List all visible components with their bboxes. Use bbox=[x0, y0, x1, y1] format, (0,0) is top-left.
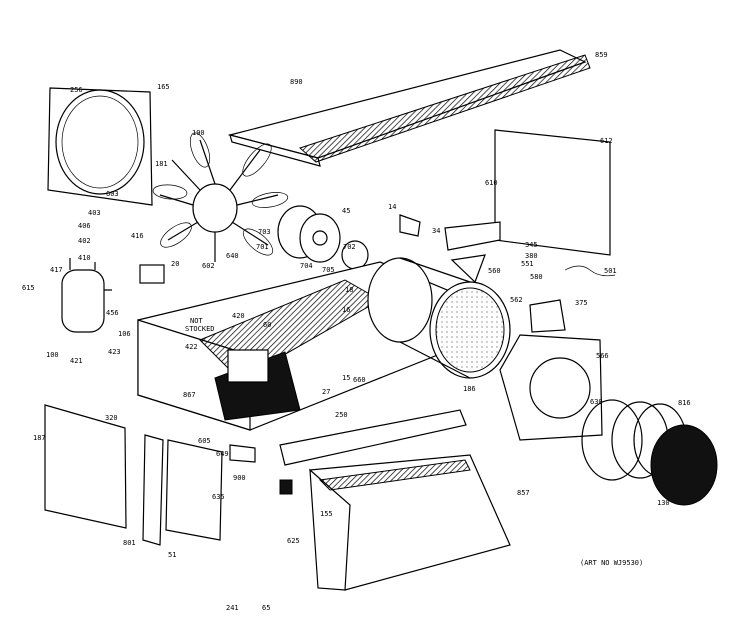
part-label: 416 bbox=[131, 232, 144, 240]
part-label: 610 bbox=[485, 179, 498, 187]
part-label: 580 bbox=[530, 273, 543, 281]
part-label: 155 bbox=[320, 510, 333, 518]
part-label: 551 bbox=[521, 260, 534, 268]
part-label: 380 bbox=[525, 252, 538, 260]
part-label: 660 bbox=[353, 376, 366, 384]
part-label: 181 bbox=[155, 160, 168, 168]
part-label: 402 bbox=[78, 237, 91, 245]
part-label: 605 bbox=[198, 437, 211, 445]
part-label: 857 bbox=[517, 489, 530, 497]
brackets bbox=[399, 214, 616, 284]
fan-blade bbox=[152, 132, 289, 262]
part-label: 106 bbox=[118, 330, 131, 338]
part-label: 562 bbox=[510, 296, 523, 304]
part-label: 256 bbox=[70, 86, 83, 94]
part-label: 705 bbox=[322, 266, 335, 274]
part-label: 702 bbox=[343, 243, 356, 251]
part-label: 403 bbox=[88, 209, 101, 217]
art-number: (ART NO WJ9530) bbox=[580, 559, 643, 567]
part-label: 612 bbox=[600, 137, 613, 145]
not-stocked-note-line-1: NOT bbox=[190, 317, 203, 325]
part-label: 165 bbox=[157, 83, 170, 91]
part-label: 190 bbox=[192, 129, 205, 137]
part-label: 51 bbox=[168, 551, 176, 559]
part-label: 566 bbox=[596, 352, 609, 360]
part-label: 859 bbox=[595, 51, 608, 59]
part-label: 560 bbox=[488, 267, 501, 275]
part-label: 345 bbox=[525, 241, 538, 249]
part-label: 615 bbox=[22, 284, 35, 292]
part-label: 900 bbox=[233, 474, 246, 482]
part-label: 18 bbox=[345, 286, 353, 294]
part-label: 501 bbox=[604, 267, 617, 275]
part-label: 410 bbox=[78, 254, 91, 262]
part-label: 703 bbox=[258, 228, 271, 236]
front-panels bbox=[44, 299, 566, 591]
part-label: 421 bbox=[70, 357, 83, 365]
part-label: 65 bbox=[262, 604, 270, 612]
not-stocked-note-line-2: STOCKED bbox=[185, 325, 215, 333]
part-label: 635 bbox=[212, 493, 225, 501]
part-label: 420 bbox=[232, 312, 245, 320]
part-label: 867 bbox=[183, 391, 196, 399]
part-label: 241 bbox=[226, 604, 239, 612]
part-label: 45 bbox=[342, 207, 350, 215]
part-label: 801 bbox=[123, 539, 136, 547]
part-label: 890 bbox=[290, 78, 303, 86]
fan-motor bbox=[277, 205, 369, 270]
right-side-panel bbox=[494, 129, 611, 441]
part-label: 816 bbox=[678, 399, 691, 407]
part-label: 456 bbox=[106, 309, 119, 317]
part-label: 630 bbox=[590, 398, 603, 406]
part-label: 14 bbox=[388, 203, 396, 211]
part-label: 602 bbox=[202, 262, 215, 270]
part-label: 625 bbox=[287, 537, 300, 545]
part-label: 649 bbox=[216, 450, 229, 458]
condenser-rings bbox=[581, 399, 718, 506]
part-label: 187 bbox=[33, 434, 46, 442]
part-label: 100 bbox=[46, 351, 59, 359]
part-label: 417 bbox=[50, 266, 63, 274]
part-label: 16 bbox=[342, 306, 350, 314]
partition-panel bbox=[47, 87, 153, 206]
part-label: 375 bbox=[575, 299, 588, 307]
part-label: 15 bbox=[342, 374, 350, 382]
part-label: 640 bbox=[226, 252, 239, 260]
part-label: 603 bbox=[106, 190, 119, 198]
part-label: 34 bbox=[432, 227, 440, 235]
part-label: 20 bbox=[171, 260, 179, 268]
part-label: 186 bbox=[463, 385, 476, 393]
part-label: 701 bbox=[256, 243, 269, 251]
part-label: 422 bbox=[185, 343, 198, 351]
part-label: 704 bbox=[300, 262, 313, 270]
part-label: 320 bbox=[105, 414, 118, 422]
part-label: 27 bbox=[322, 388, 330, 396]
part-label: 250 bbox=[335, 411, 348, 419]
compressor bbox=[61, 258, 165, 333]
part-label: 60 bbox=[263, 321, 271, 329]
part-label: 406 bbox=[78, 222, 91, 230]
part-label: 423 bbox=[108, 348, 121, 356]
part-labels: 256 165 890 859 612 610 190 181 603 403 406 45 703 70… bbox=[22, 51, 691, 612]
part-label: 130 bbox=[657, 499, 670, 507]
blower-wheel bbox=[367, 257, 511, 379]
top-cover bbox=[227, 49, 591, 167]
